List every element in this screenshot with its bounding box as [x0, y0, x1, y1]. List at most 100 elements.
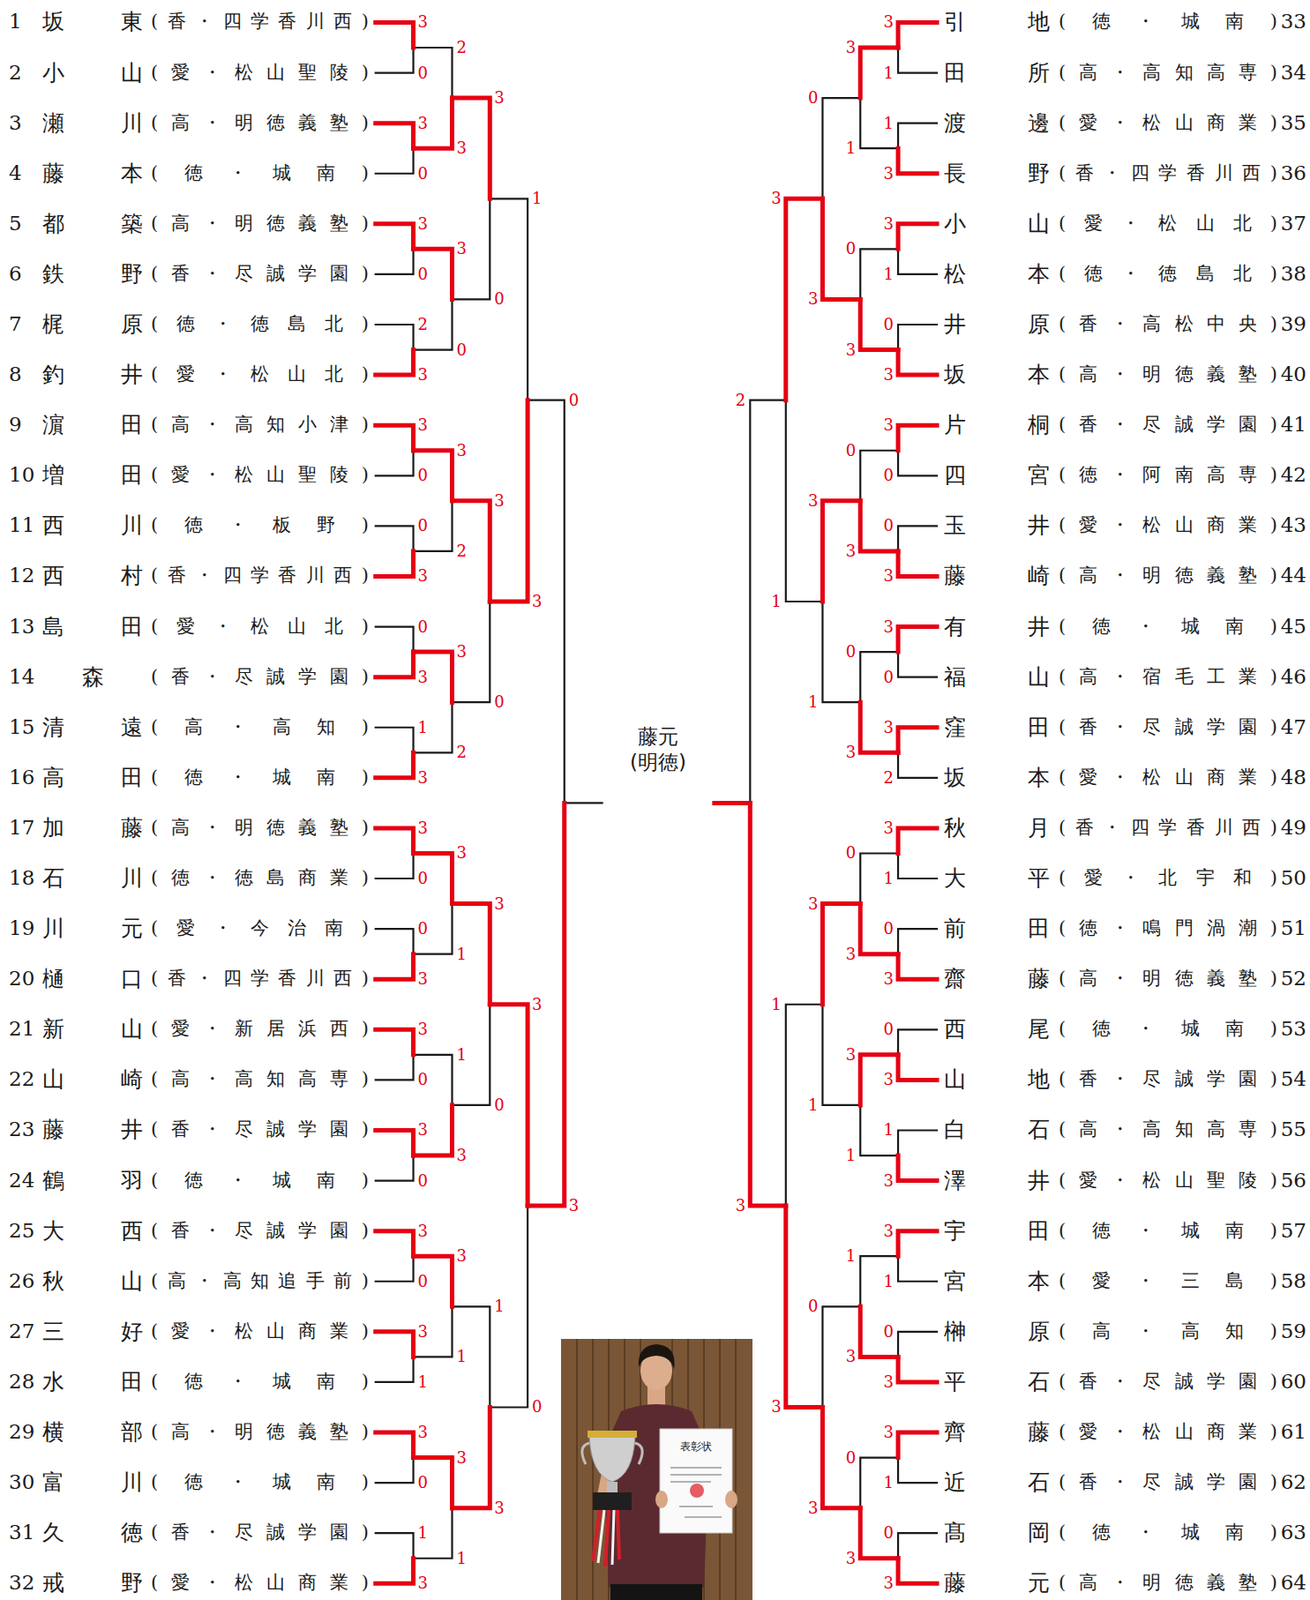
- match-score: 3: [418, 1021, 428, 1038]
- match-score: 0: [494, 1097, 504, 1114]
- certificate-seal: [689, 1483, 704, 1498]
- trophy-handle: [582, 1443, 590, 1465]
- bracket-line: [822, 1306, 861, 1408]
- match-score: 3: [883, 165, 894, 182]
- school-name: (香・高松中央): [1058, 313, 1291, 336]
- bracket-line: [489, 1205, 528, 1408]
- match-score: 3: [845, 342, 856, 359]
- seed-number: 59: [1280, 1319, 1307, 1345]
- match-score: 1: [418, 1525, 428, 1542]
- school-name: (愛・新居浜西): [150, 1018, 382, 1041]
- match-score: 1: [845, 1248, 856, 1265]
- trophy-rim: [587, 1430, 637, 1438]
- seed-number: 20: [8, 966, 35, 992]
- bracket-line: [527, 802, 565, 1206]
- match-score: 0: [845, 240, 856, 257]
- bracket-line: [749, 802, 786, 1206]
- match-score: 3: [771, 1399, 781, 1415]
- match-score: 0: [883, 467, 894, 484]
- school-name: (徳・城南): [150, 162, 395, 185]
- bracket-line: [822, 501, 861, 602]
- seed-number: 11: [8, 514, 35, 539]
- match-score: 3: [845, 744, 856, 761]
- school-name: (高・明徳義塾): [1058, 1572, 1291, 1595]
- bracket-line: [898, 928, 937, 955]
- match-score: 3: [418, 971, 428, 988]
- match-score: 3: [808, 493, 818, 510]
- match-score: 0: [418, 619, 428, 636]
- match-score: 3: [808, 896, 818, 913]
- hair: [638, 1344, 675, 1370]
- seed-number: 2: [8, 60, 23, 86]
- match-score: 1: [845, 1147, 856, 1164]
- match-score: 3: [456, 442, 467, 459]
- school-name: (徳・城南): [150, 766, 395, 789]
- school-name: (徳・徳島北): [150, 313, 388, 336]
- seed-number: 14: [8, 665, 35, 690]
- bracket-line: [898, 1155, 937, 1182]
- match-score: 3: [418, 1424, 428, 1441]
- bracket-line: [452, 97, 491, 199]
- school-name: (香・尽誠学園): [1058, 716, 1291, 739]
- bracket-line: [860, 1306, 899, 1357]
- match-score: 3: [456, 240, 467, 257]
- bracket-line: [898, 1256, 937, 1282]
- bracket-line: [786, 198, 824, 400]
- match-score: 1: [771, 996, 781, 1013]
- match-score: 3: [845, 946, 856, 963]
- seed-number: 54: [1280, 1068, 1307, 1093]
- seed-number: 23: [8, 1118, 35, 1144]
- match-score: 3: [418, 1324, 428, 1340]
- seed-number: 18: [8, 866, 35, 891]
- match-score: 3: [883, 1424, 894, 1441]
- seed-number: 49: [1280, 815, 1307, 841]
- bracket-line: [452, 601, 491, 703]
- bracket-line: [898, 148, 937, 174]
- bracket-line: [375, 22, 414, 48]
- seed-number: 41: [1280, 412, 1307, 438]
- seed-number: 53: [1280, 1018, 1307, 1043]
- seed-number: 37: [1280, 211, 1307, 237]
- bracket-line: [714, 800, 750, 806]
- seed-number: 27: [8, 1319, 35, 1345]
- bracket-line: [898, 47, 937, 74]
- match-score: 3: [883, 417, 894, 434]
- bracket-line: [860, 1055, 899, 1106]
- bracket-line: [860, 1105, 899, 1156]
- bracket-line: [898, 1055, 937, 1081]
- match-score: 0: [883, 669, 894, 686]
- match-score: 3: [845, 543, 856, 560]
- match-score: 3: [418, 216, 428, 233]
- match-score: 3: [418, 1223, 428, 1240]
- bracket-line: [786, 1004, 824, 1206]
- match-score: 1: [494, 1298, 504, 1315]
- match-score: 1: [418, 719, 428, 736]
- match-score: 3: [494, 1500, 504, 1517]
- champion-name: 藤元 (明徳): [613, 724, 703, 776]
- bracket-line: [413, 1306, 453, 1357]
- match-score: 3: [883, 1223, 894, 1240]
- bracket-line: [898, 1458, 937, 1484]
- school-name: (高・明徳義塾): [1058, 565, 1291, 588]
- match-score: 3: [771, 190, 781, 207]
- trophy-base: [592, 1492, 632, 1511]
- match-score: 3: [418, 366, 428, 383]
- certificate-title: 表彰状: [665, 1440, 727, 1453]
- hand: [725, 1490, 738, 1509]
- school-name: (愛・松山北): [1058, 212, 1296, 235]
- award-photo: [561, 1339, 753, 1600]
- seed-number: 9: [8, 412, 23, 438]
- match-score: 0: [418, 920, 428, 937]
- match-score: 3: [845, 1047, 856, 1063]
- bracket-line: [822, 1004, 861, 1106]
- school-name: (香・四学香川西): [1058, 816, 1288, 839]
- match-score: 3: [494, 896, 504, 913]
- match-score: 0: [845, 845, 856, 861]
- bracket-line: [822, 97, 861, 199]
- match-score: 1: [531, 190, 542, 207]
- seed-number: 6: [8, 262, 23, 287]
- school-name: (愛・松山北): [150, 364, 388, 387]
- seed-number: 32: [8, 1572, 35, 1597]
